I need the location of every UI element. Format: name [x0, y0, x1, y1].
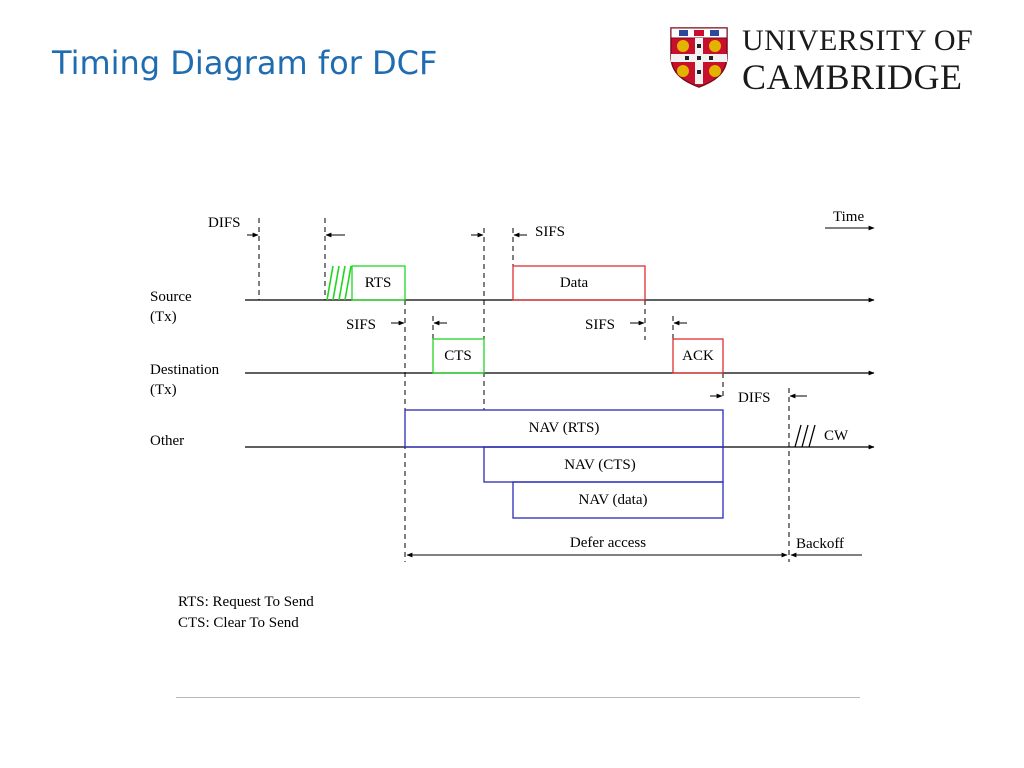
destination-label-line-1: Destination: [150, 362, 220, 378]
destination-row-label: Destination (Tx): [150, 362, 220, 398]
footer-divider: [176, 697, 860, 698]
nav-rts-label: NAV (RTS): [529, 420, 600, 436]
nav-cts-label: NAV (CTS): [564, 457, 636, 473]
nav-data-label: NAV (data): [578, 492, 647, 508]
sifs-top-label: SIFS: [535, 224, 565, 240]
sifs-ack-label: SIFS: [585, 317, 615, 333]
rts-contention-hatching: [326, 265, 352, 301]
data-frame-label: Data: [560, 275, 589, 291]
backoff-label: Backoff: [796, 536, 844, 552]
ack-frame-label: ACK: [682, 348, 714, 364]
rts-frame-label: RTS: [365, 275, 392, 291]
destination-label-line-2: (Tx): [150, 382, 177, 398]
university-logo: UNIVERSITY OF CAMBRIDGE: [669, 24, 989, 97]
legend-rts: RTS: Request To Send: [178, 594, 314, 610]
logo-line-1: UNIVERSITY OF: [742, 24, 974, 57]
university-wordmark: UNIVERSITY OF CAMBRIDGE: [742, 24, 974, 97]
source-label-line-1: Source: [150, 289, 192, 305]
defer-access-label: Defer access: [570, 535, 646, 551]
difs-top-label: DIFS: [208, 215, 241, 231]
data-frame: [512, 265, 646, 301]
time-label: Time: [833, 209, 864, 225]
cts-frame-label: CTS: [444, 348, 472, 364]
rts-frame: [351, 265, 406, 301]
source-row-label: Source (Tx): [150, 289, 192, 325]
coat-of-arms-icon: [670, 27, 728, 88]
nav-data-box: [512, 481, 724, 519]
cts-frame: [432, 338, 485, 374]
ack-frame: [672, 338, 724, 374]
cw-label: CW: [824, 428, 849, 444]
difs-other-label: DIFS: [738, 390, 771, 406]
legend-cts: CTS: Clear To Send: [178, 615, 299, 631]
slide-title: Timing Diagram for DCF: [52, 44, 438, 82]
source-label-line-2: (Tx): [150, 309, 177, 325]
logo-line-2: CAMBRIDGE: [742, 57, 963, 97]
sifs-cts-label: SIFS: [346, 317, 376, 333]
other-row-label: Other: [150, 433, 184, 449]
cw-hatching: [794, 424, 816, 448]
